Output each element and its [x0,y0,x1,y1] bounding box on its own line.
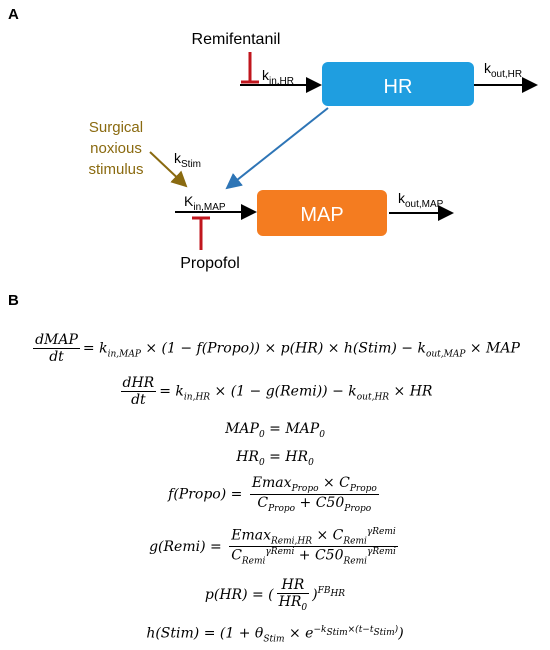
k-stim-label: kStim [174,150,201,170]
k-in-map-label: Kin,MAP [184,193,226,213]
surgical-arrow [149,151,188,188]
surgical-label-line3: stimulus [88,161,143,178]
k-in-hr-label: kin,HR [262,67,294,87]
pkpd-diagram: HR MAP Remifentanil kin,HR kout,HR Surgi… [88,31,538,272]
remifentanil-label: Remifentanil [192,31,281,48]
surgical-label-line1: Surgical [89,119,143,136]
equation-map0: MAP0 = MAP0 [225,421,325,440]
surgical-label-line2: noxious [90,140,142,157]
k-out-hr-label: kout,HR [484,60,522,80]
hr-box-label: HR [384,76,413,98]
equation-hr0: HR0 = HR0 [236,449,314,468]
panel-label-b: B [8,292,19,309]
map-box-label: MAP [300,204,343,226]
hr-to-map-arrow [225,107,329,190]
k-out-map-label: kout,MAP [398,190,444,210]
panel-label-a: A [8,6,19,23]
map-box [257,190,387,236]
hr-box [322,62,474,106]
propofol-label: Propofol [180,255,240,272]
equation-h-stim: h(Stim) = (1 + θStim × e−kStim×(t−tStim)… [146,625,404,645]
